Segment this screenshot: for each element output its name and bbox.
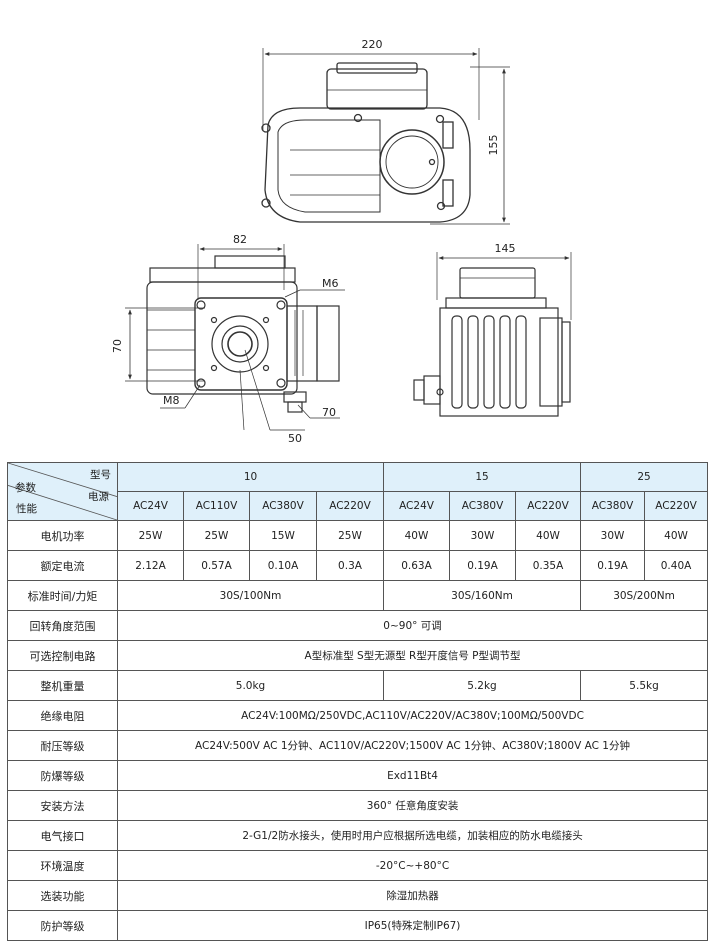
table-row: 环境温度-20°C~+80°C bbox=[7, 850, 709, 881]
table-cell: 0.19A bbox=[449, 550, 516, 581]
label-m6: M6 bbox=[322, 277, 339, 290]
table-cell: 40W bbox=[383, 520, 450, 551]
corner-perf-label: 性能 bbox=[16, 503, 37, 515]
model-header-15: 15 bbox=[382, 462, 582, 492]
table-cell: 0~90° 可调 bbox=[116, 610, 709, 641]
row-label: 防护等级 bbox=[7, 910, 118, 941]
table-cell: 40W bbox=[514, 520, 582, 551]
table-cell: AC24V:100MΩ/250VDC,AC110V/AC220V/AC380V;… bbox=[116, 700, 709, 731]
table-cell: AC24V:500V AC 1分钟、AC110V/AC220V;1500V AC… bbox=[116, 730, 709, 761]
table-cell: 25W bbox=[117, 520, 184, 551]
technical-drawing: 220 155 bbox=[111, 38, 572, 445]
row-label: 耐压等级 bbox=[7, 730, 118, 761]
table-cell: 0.19A bbox=[580, 550, 646, 581]
voltage-header: AC220V bbox=[514, 491, 582, 521]
row-label: 安装方法 bbox=[7, 790, 118, 821]
spec-table: 型号 参数 电源 性能 10 15 25 AC24V AC110V AC380V… bbox=[7, 462, 709, 941]
top-view bbox=[261, 48, 510, 225]
table-cell: IP65(特殊定制IP67) bbox=[116, 910, 709, 941]
table-cell: 30S/100Nm bbox=[117, 580, 384, 611]
side-view bbox=[413, 252, 572, 417]
table-cell: 360° 任意角度安装 bbox=[116, 790, 709, 821]
table-cell: 5.0kg bbox=[117, 670, 384, 701]
dim-70-right: 70 bbox=[322, 406, 336, 419]
corner-param-label: 参数 bbox=[15, 482, 36, 494]
voltage-header: AC220V bbox=[644, 491, 709, 521]
table-cell: 0.40A bbox=[644, 550, 709, 581]
row-label: 防爆等级 bbox=[7, 760, 118, 791]
table-cell: 0.63A bbox=[383, 550, 450, 581]
table-corner-header: 型号 参数 电源 性能 bbox=[7, 462, 118, 521]
dim-82: 82 bbox=[233, 233, 247, 246]
voltage-header: AC24V bbox=[117, 491, 184, 521]
table-cell: 30S/160Nm bbox=[382, 580, 582, 611]
front-view bbox=[125, 244, 345, 431]
voltage-header: AC380V bbox=[449, 491, 516, 521]
row-label: 整机重量 bbox=[7, 670, 118, 701]
voltage-header: AC380V bbox=[249, 491, 317, 521]
voltage-header: AC220V bbox=[316, 491, 384, 521]
dim-70-left: 70 bbox=[111, 339, 124, 353]
model-header-25: 25 bbox=[580, 462, 709, 492]
table-cell: 5.5kg bbox=[580, 670, 709, 701]
row-label: 标准时间/力矩 bbox=[7, 580, 118, 611]
table-cell: 25W bbox=[183, 520, 250, 551]
table-cell: 2-G1/2防水接头，使用时用户应根据所选电缆，加装相应的防水电缆接头 bbox=[116, 820, 709, 851]
row-label: 额定电流 bbox=[7, 550, 118, 581]
dim-155: 155 bbox=[487, 135, 500, 156]
table-cell: 0.3A bbox=[316, 550, 384, 581]
table-cell: 30W bbox=[580, 520, 646, 551]
row-label: 选装功能 bbox=[7, 880, 118, 911]
table-cell: 2.12A bbox=[117, 550, 184, 581]
row-label: 回转角度范围 bbox=[7, 610, 118, 641]
model-header-10: 10 bbox=[117, 462, 384, 492]
dim-50: 50 bbox=[288, 432, 302, 445]
table-cell: 30S/200Nm bbox=[580, 580, 709, 611]
dim-220: 220 bbox=[362, 38, 383, 51]
table-cell: Exd11Bt4 bbox=[116, 760, 709, 791]
table-cell: 0.57A bbox=[183, 550, 250, 581]
table-cell: 25W bbox=[316, 520, 384, 551]
dim-145: 145 bbox=[495, 242, 516, 255]
voltage-header: AC110V bbox=[183, 491, 250, 521]
table-cell: 30W bbox=[449, 520, 516, 551]
row-label: 绝缘电阻 bbox=[7, 700, 118, 731]
table-cell: -20°C~+80°C bbox=[116, 850, 709, 881]
table-cell: 5.2kg bbox=[382, 670, 582, 701]
table-cell: 0.35A bbox=[514, 550, 582, 581]
voltage-header: AC380V bbox=[580, 491, 646, 521]
table-cell: A型标准型 S型无源型 R型开度信号 P型调节型 bbox=[116, 640, 709, 671]
voltage-header: AC24V bbox=[383, 491, 450, 521]
row-label: 电机功率 bbox=[7, 520, 118, 551]
row-label: 环境温度 bbox=[7, 850, 118, 881]
table-cell: 15W bbox=[249, 520, 317, 551]
row-label: 可选控制电路 bbox=[7, 640, 118, 671]
table-row: 选装功能除湿加热器 bbox=[7, 880, 709, 911]
row-label: 电气接口 bbox=[7, 820, 118, 851]
corner-power-label: 电源 bbox=[88, 491, 109, 503]
corner-model-label: 型号 bbox=[90, 469, 111, 481]
table-cell: 40W bbox=[644, 520, 709, 551]
table-cell: 除湿加热器 bbox=[116, 880, 709, 911]
label-m8: M8 bbox=[163, 394, 180, 407]
table-cell: 0.10A bbox=[249, 550, 317, 581]
